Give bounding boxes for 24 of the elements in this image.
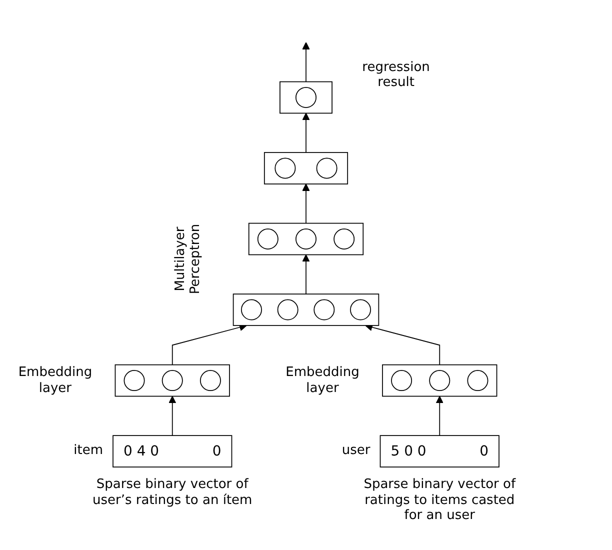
group-label: Multilayer Perceptron: [173, 222, 204, 296]
vector-box: 0 4 0 0: [112, 435, 232, 468]
arrow: [168, 396, 176, 436]
arrow: [302, 184, 310, 224]
side-label: user: [342, 443, 370, 460]
arrow: [302, 112, 310, 153]
arrow: [172, 324, 247, 366]
side-label: item: [74, 443, 103, 460]
layer-box: [114, 364, 230, 397]
side-label: Embedding layer: [17, 364, 94, 396]
layer-box: [280, 81, 332, 114]
layer-box: [382, 364, 498, 397]
layer-box: [232, 294, 380, 326]
side-label: Embedding layer: [284, 364, 360, 396]
caption-text: Sparse binary vector of ratings to items casted for an user: [362, 477, 517, 524]
vector-box: 5 0 0 0: [380, 435, 500, 468]
caption-text: Sparse binary vector of user’s ratings to an ítem: [92, 477, 254, 508]
arrow: [436, 396, 444, 436]
layer-box: [264, 152, 348, 184]
arrow: [302, 42, 310, 82]
side-label: regression result: [361, 60, 431, 92]
arrow: [302, 254, 310, 294]
arrow: [365, 324, 440, 366]
layer-box: [248, 222, 364, 256]
